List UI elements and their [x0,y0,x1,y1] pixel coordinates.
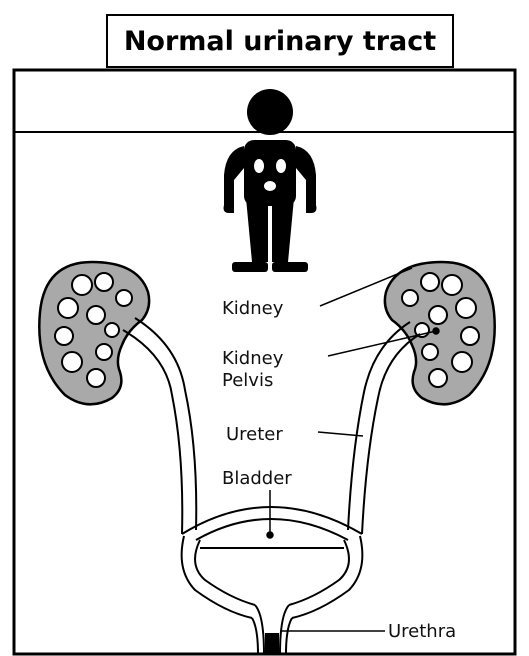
left-kidney [39,262,149,404]
label-urethra: Urethra [388,621,456,642]
right-ureter [348,322,420,534]
human-figure-icon [224,89,317,272]
kidney-pelvis-pointer-dot [433,328,439,334]
left-ureter [123,318,196,534]
label-kidney: Kidney [222,298,284,319]
label-ureter: Ureter [226,424,283,445]
urethra [252,605,292,654]
bladder [182,507,363,618]
bladder-pointer-dot [267,532,273,538]
label-bladder: Bladder [222,468,292,489]
label-kidney-pelvis-line2: Pelvis [222,370,273,391]
right-kidney [385,262,495,404]
label-kidney-pelvis-line1: Kidney [222,348,284,369]
